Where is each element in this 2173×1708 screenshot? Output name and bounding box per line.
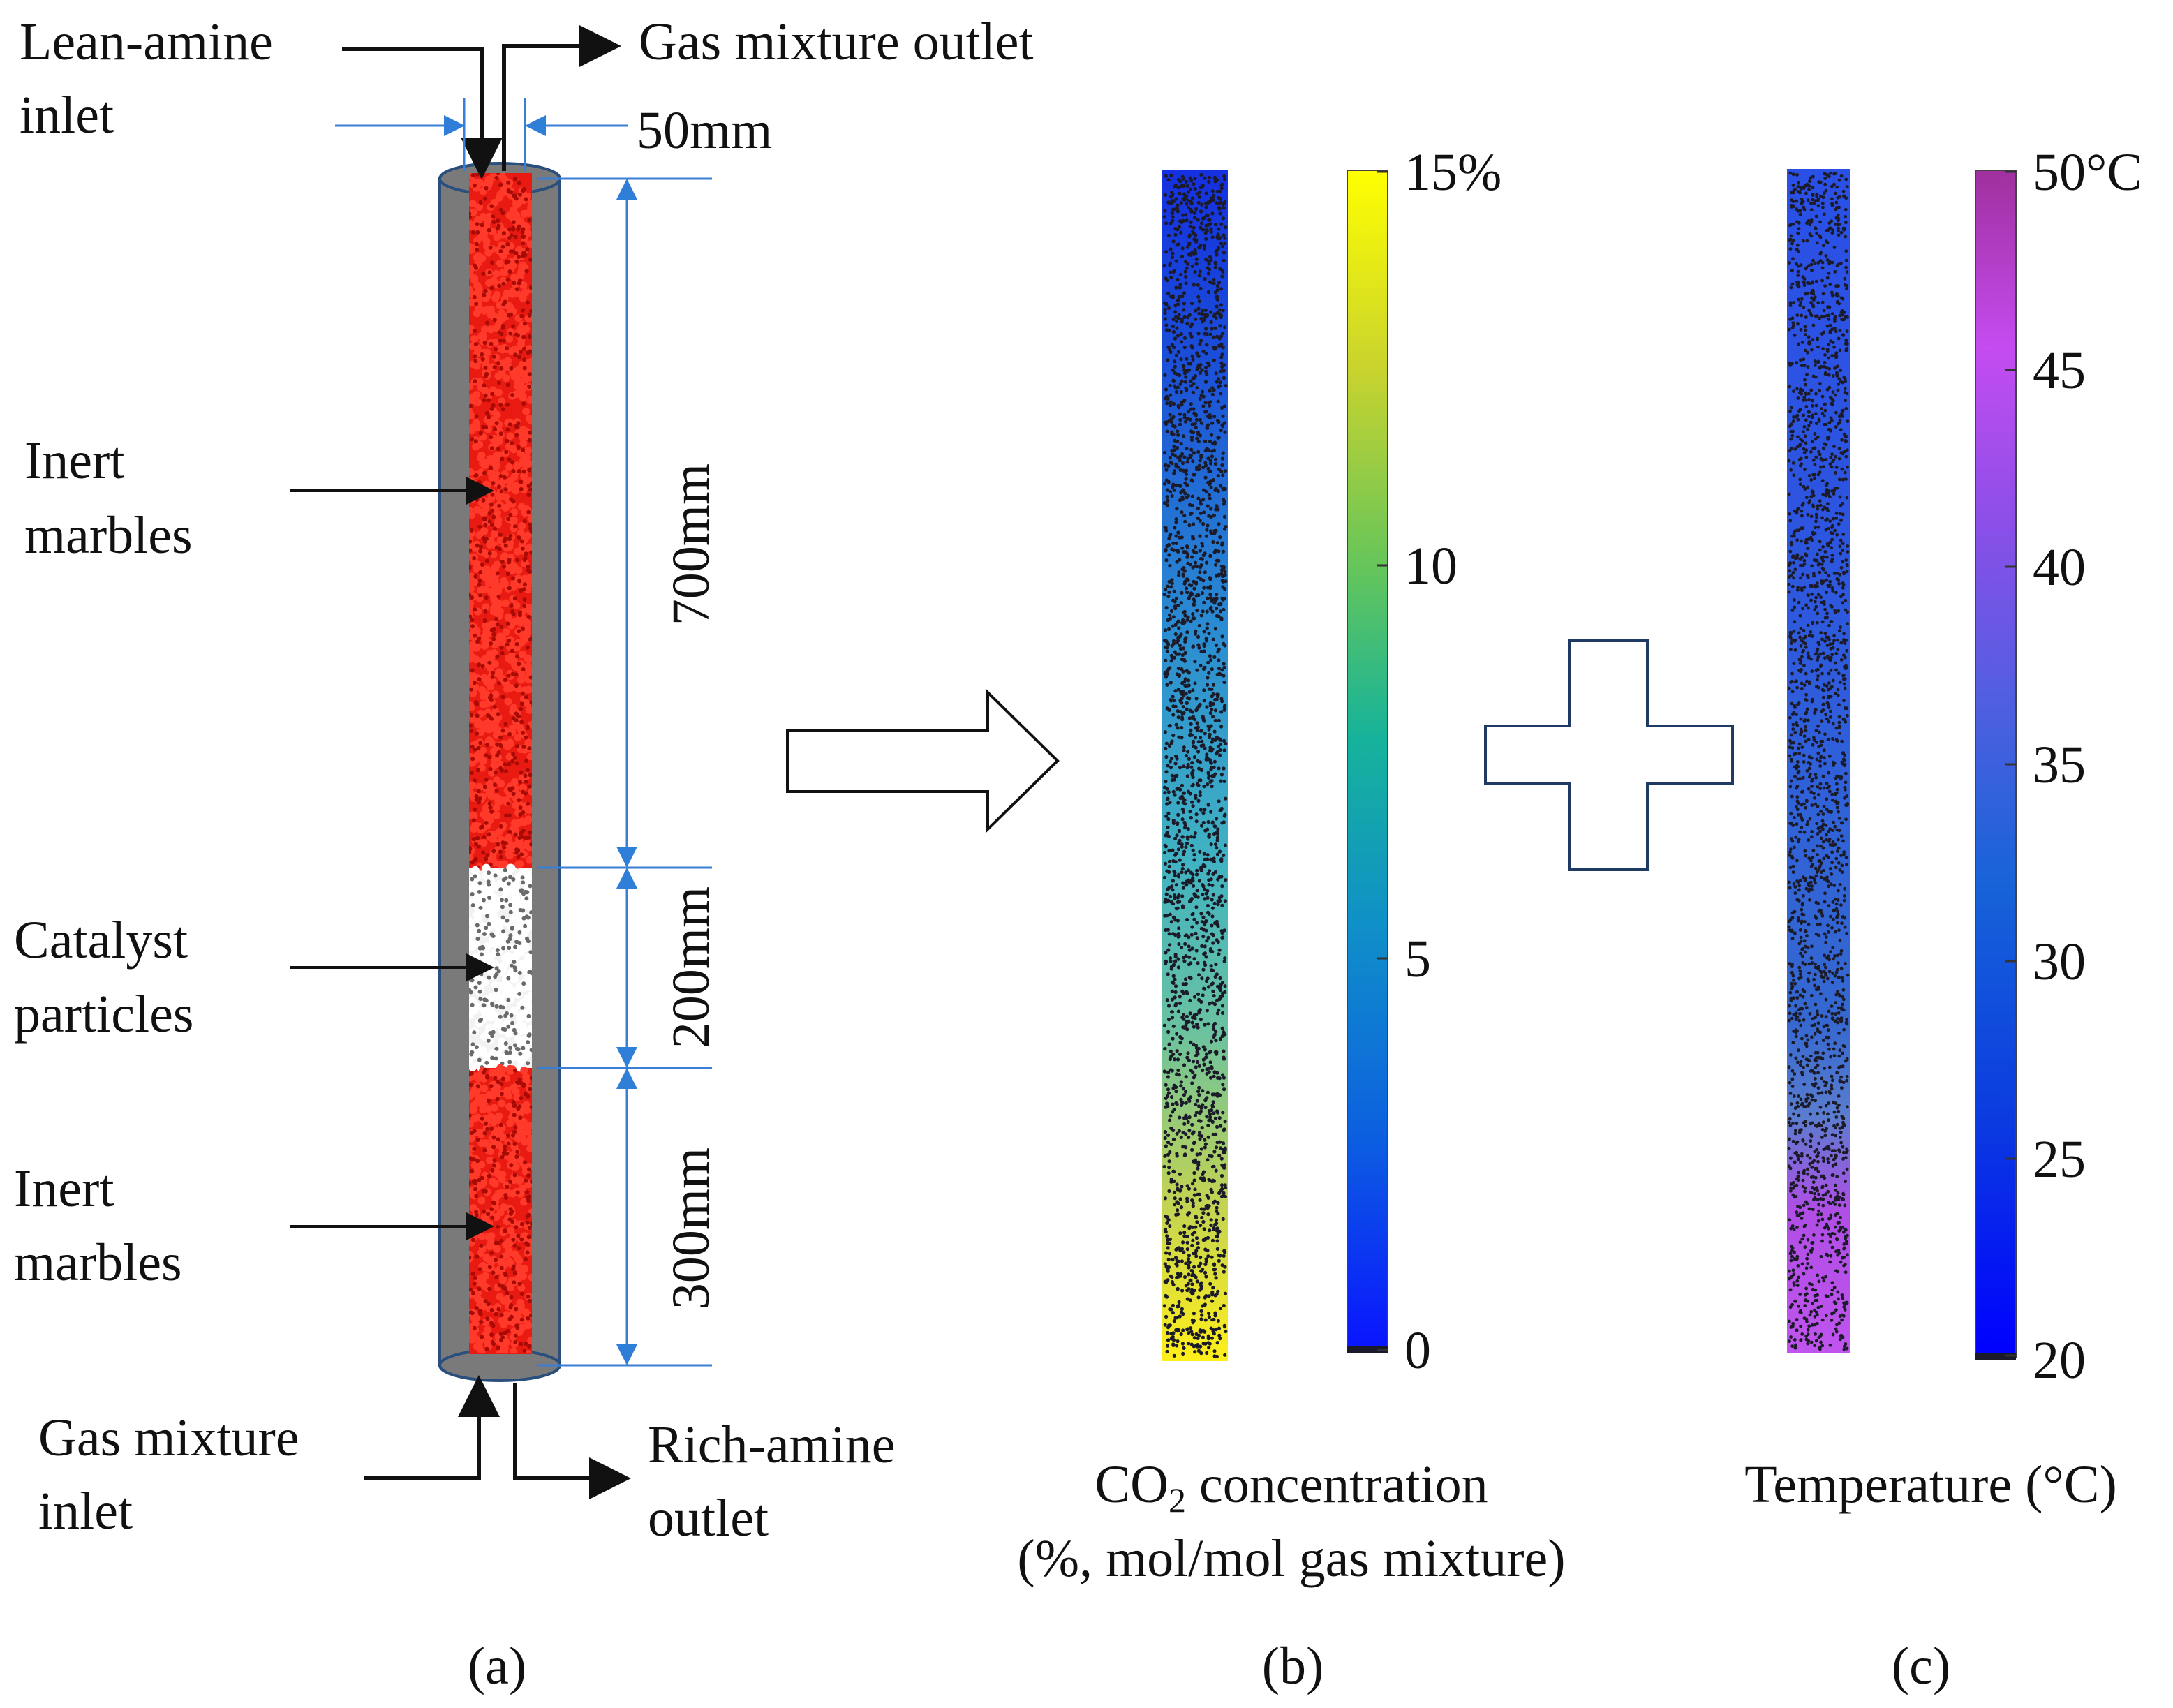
- gas-inlet-pipe: [364, 1375, 500, 1480]
- gas-outlet-pipe: [502, 25, 621, 171]
- co2-axis-label: CO2 concentration: [1095, 1455, 1488, 1520]
- temperature-axis-label: Temperature (°C): [1744, 1455, 2117, 1514]
- panel-c: 50°C 45 40 35 30 25 20 Temperature (°C) …: [1744, 143, 2142, 1695]
- gas-outlet-label: Gas mixture outlet: [639, 13, 1034, 71]
- rich-amine-label-2: outlet: [648, 1489, 769, 1547]
- co2-colorbar-ticks: [1377, 170, 1388, 1351]
- temp-tick-50: 50°C: [2033, 143, 2142, 202]
- temp-tick-25: 25: [2033, 1130, 2086, 1189]
- co2-tick-5: 5: [1404, 930, 1431, 988]
- lean-amine-label-1: Lean-amine: [20, 13, 273, 71]
- temperature-field-particles: [1787, 171, 1850, 1351]
- temp-tick-40: 40: [2033, 538, 2086, 597]
- gas-inlet-label-1: Gas mixture: [38, 1409, 299, 1467]
- inert-bottom-label-1: Inert: [14, 1159, 114, 1218]
- temp-tick-45: 45: [2033, 341, 2086, 400]
- temp-tick-35: 35: [2033, 736, 2086, 794]
- gas-inlet-label-2: inlet: [38, 1482, 133, 1540]
- caption-a: (a): [468, 1637, 526, 1695]
- inert-top-label-2: marbles: [24, 506, 193, 565]
- temp-tick-20: 20: [2033, 1331, 2086, 1390]
- lean-amine-pipe: [342, 47, 503, 179]
- temperature-colorbar-ticks: [2005, 170, 2016, 1357]
- rich-amine-pipe: [513, 1383, 631, 1499]
- panel-b: 15% 10 5 0 CO2 concentration (%, mol/mol…: [1017, 143, 1565, 1695]
- co2-axis-label-2: (%, mol/mol gas mixture): [1017, 1529, 1565, 1588]
- lean-amine-label-2: inlet: [20, 86, 114, 144]
- co2-colorbar: [1347, 170, 1388, 1351]
- dim-700-label: 700mm: [662, 463, 720, 625]
- co2-colorbar-min: [1347, 1346, 1388, 1353]
- inert-top-label-1: Inert: [24, 431, 124, 490]
- dim-200-label: 200mm: [662, 886, 720, 1048]
- inert-bottom-label-2: marbles: [14, 1233, 182, 1292]
- rich-amine-label-1: Rich-amine: [648, 1416, 896, 1474]
- co2-tick-10: 10: [1404, 537, 1458, 595]
- temperature-colorbar-min: [1975, 1353, 2016, 1360]
- panel-a: Lean-amine inlet Gas mixture outlet 50mm…: [14, 13, 1034, 1695]
- caption-b: (b): [1262, 1637, 1324, 1695]
- caption-c: (c): [1892, 1637, 1950, 1695]
- co2-field-particles: [1162, 172, 1228, 1358]
- catalyst-label-1: Catalyst: [14, 911, 188, 970]
- co2-tick-15: 15%: [1404, 143, 1501, 202]
- bed-particles: [469, 173, 532, 1353]
- dim-300-label: 300mm: [662, 1148, 720, 1309]
- catalyst-label-2: particles: [14, 985, 193, 1044]
- diameter-label: 50mm: [637, 101, 772, 160]
- block-arrow-right: [786, 689, 1060, 833]
- co2-tick-0: 0: [1404, 1321, 1431, 1380]
- plus-outline: [1484, 639, 1734, 871]
- temp-tick-30: 30: [2033, 933, 2086, 991]
